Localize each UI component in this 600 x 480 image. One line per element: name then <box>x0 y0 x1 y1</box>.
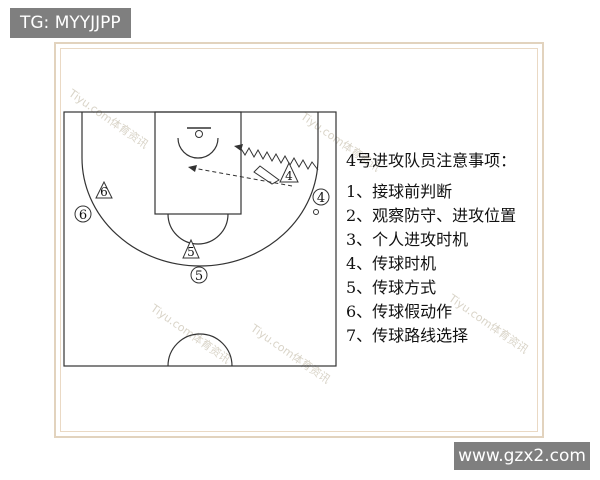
note-item: 1、接球前判断 <box>346 182 453 201</box>
watermark-3: Tiyu.com体育资讯 <box>147 300 233 366</box>
court-boundary <box>63 111 337 367</box>
notes-list: 1、接球前判断 2、观察防守、进攻位置 3、个人进攻时机 4、传球时机 5、传球… <box>346 180 546 348</box>
defender-6-triangle <box>95 180 113 199</box>
notes-panel: 4号进攻队员注意事项： 1、接球前判断 2、观察防守、进攻位置 3、个人进攻时机… <box>346 150 546 348</box>
basket <box>195 130 203 138</box>
restricted-arc <box>177 137 219 159</box>
note-item: 5、传球方式 <box>346 278 437 297</box>
center-circle <box>167 333 233 367</box>
note-item: 4、传球时机 <box>346 254 437 273</box>
frame-inner-border <box>60 48 538 432</box>
attacker-5-label: 5 <box>195 269 203 284</box>
defender-5-label: 5 <box>187 245 195 259</box>
diagram-frame <box>54 42 544 438</box>
attacker-5-circle <box>190 266 208 284</box>
attacker-4-label: 4 <box>317 191 325 206</box>
channel-tag: TG: MYYJJPP <box>10 8 131 38</box>
pass-path-dashed <box>192 167 293 187</box>
defender-4-label: 4 <box>285 169 293 183</box>
attacker-6-label: 6 <box>79 208 87 223</box>
pass-arrowhead <box>188 165 197 172</box>
notes-title: 4号进攻队员注意事项： <box>346 151 517 170</box>
cut-arrowhead <box>234 144 243 151</box>
three-point-line <box>81 112 319 267</box>
watermark-1: Tiyu.com体育资讯 <box>65 85 151 151</box>
defender-5-triangle <box>182 238 200 259</box>
attacker-4-circle <box>312 188 330 206</box>
free-throw-circle <box>167 213 229 245</box>
ball-mark <box>313 209 319 215</box>
note-item: 2、观察防守、进攻位置 <box>346 206 517 225</box>
free-throw-lane <box>154 111 242 215</box>
defender-4-triangle <box>279 161 299 183</box>
cut-path-zigzag <box>239 146 319 171</box>
note-item: 3、个人进攻时机 <box>346 230 469 249</box>
watermark-4: Tiyu.com体育资讯 <box>247 320 333 386</box>
note-item: 6、传球假动作 <box>346 302 453 321</box>
defender-6-label: 6 <box>100 185 108 199</box>
note-item: 7、传球路线选择 <box>346 326 469 345</box>
attacker-6-circle <box>74 205 92 223</box>
site-url-tag: www.gzx2.com <box>454 442 590 470</box>
defender-slide-mark <box>253 165 280 185</box>
